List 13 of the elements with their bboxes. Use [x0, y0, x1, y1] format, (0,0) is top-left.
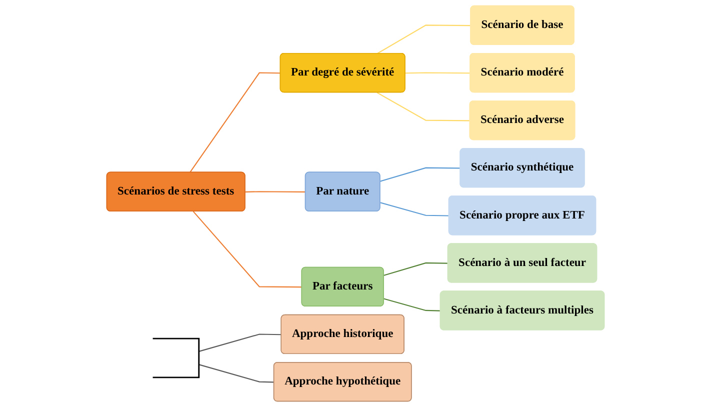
connector — [380, 202, 450, 216]
connector — [198, 364, 274, 383]
connector — [192, 211, 302, 288]
connector — [376, 24, 471, 54]
connector — [245, 191, 306, 193]
connector — [384, 298, 441, 312]
connector — [384, 262, 448, 276]
connector — [198, 334, 282, 352]
connector — [380, 167, 460, 182]
connector — [405, 72, 470, 74]
connector — [376, 92, 470, 122]
node-bracket — [152, 338, 200, 378]
connector — [189, 72, 281, 173]
